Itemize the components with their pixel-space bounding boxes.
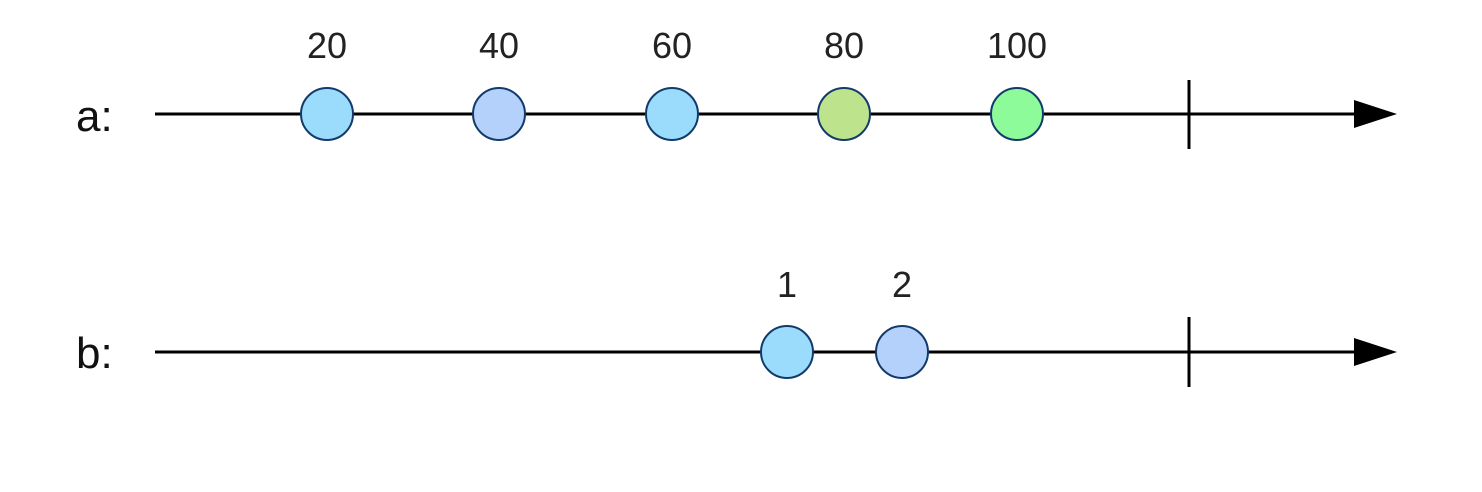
marble-circle bbox=[875, 325, 929, 379]
marble-label: 60 bbox=[652, 25, 692, 66]
marble: 1 bbox=[760, 264, 814, 379]
marble-label: 2 bbox=[892, 264, 912, 305]
marble-label: 80 bbox=[824, 25, 864, 66]
marble-circle bbox=[990, 87, 1044, 141]
marble-label: 1 bbox=[777, 264, 797, 305]
marble: 2 bbox=[875, 264, 929, 379]
marble-label: 40 bbox=[479, 25, 519, 66]
marble-label: 100 bbox=[987, 25, 1047, 66]
timeline-a-label: a: bbox=[76, 92, 113, 141]
marble: 20 bbox=[300, 25, 354, 141]
marble: 80 bbox=[817, 25, 871, 141]
marble: 60 bbox=[645, 25, 699, 141]
marble-circle bbox=[300, 87, 354, 141]
marble-circle bbox=[760, 325, 814, 379]
timeline-b-label: b: bbox=[76, 329, 113, 378]
timeline-a-arrowhead bbox=[1354, 100, 1397, 128]
timeline-b-arrowhead bbox=[1354, 338, 1397, 366]
timeline-a: a: 20 40 60 80 100 bbox=[76, 25, 1397, 149]
marble-circle bbox=[817, 87, 871, 141]
marble: 100 bbox=[987, 25, 1047, 141]
marble-circle bbox=[645, 87, 699, 141]
marble-circle bbox=[472, 87, 526, 141]
marble-label: 20 bbox=[307, 25, 347, 66]
marble: 40 bbox=[472, 25, 526, 141]
timeline-b: b: 1 2 bbox=[76, 264, 1397, 387]
